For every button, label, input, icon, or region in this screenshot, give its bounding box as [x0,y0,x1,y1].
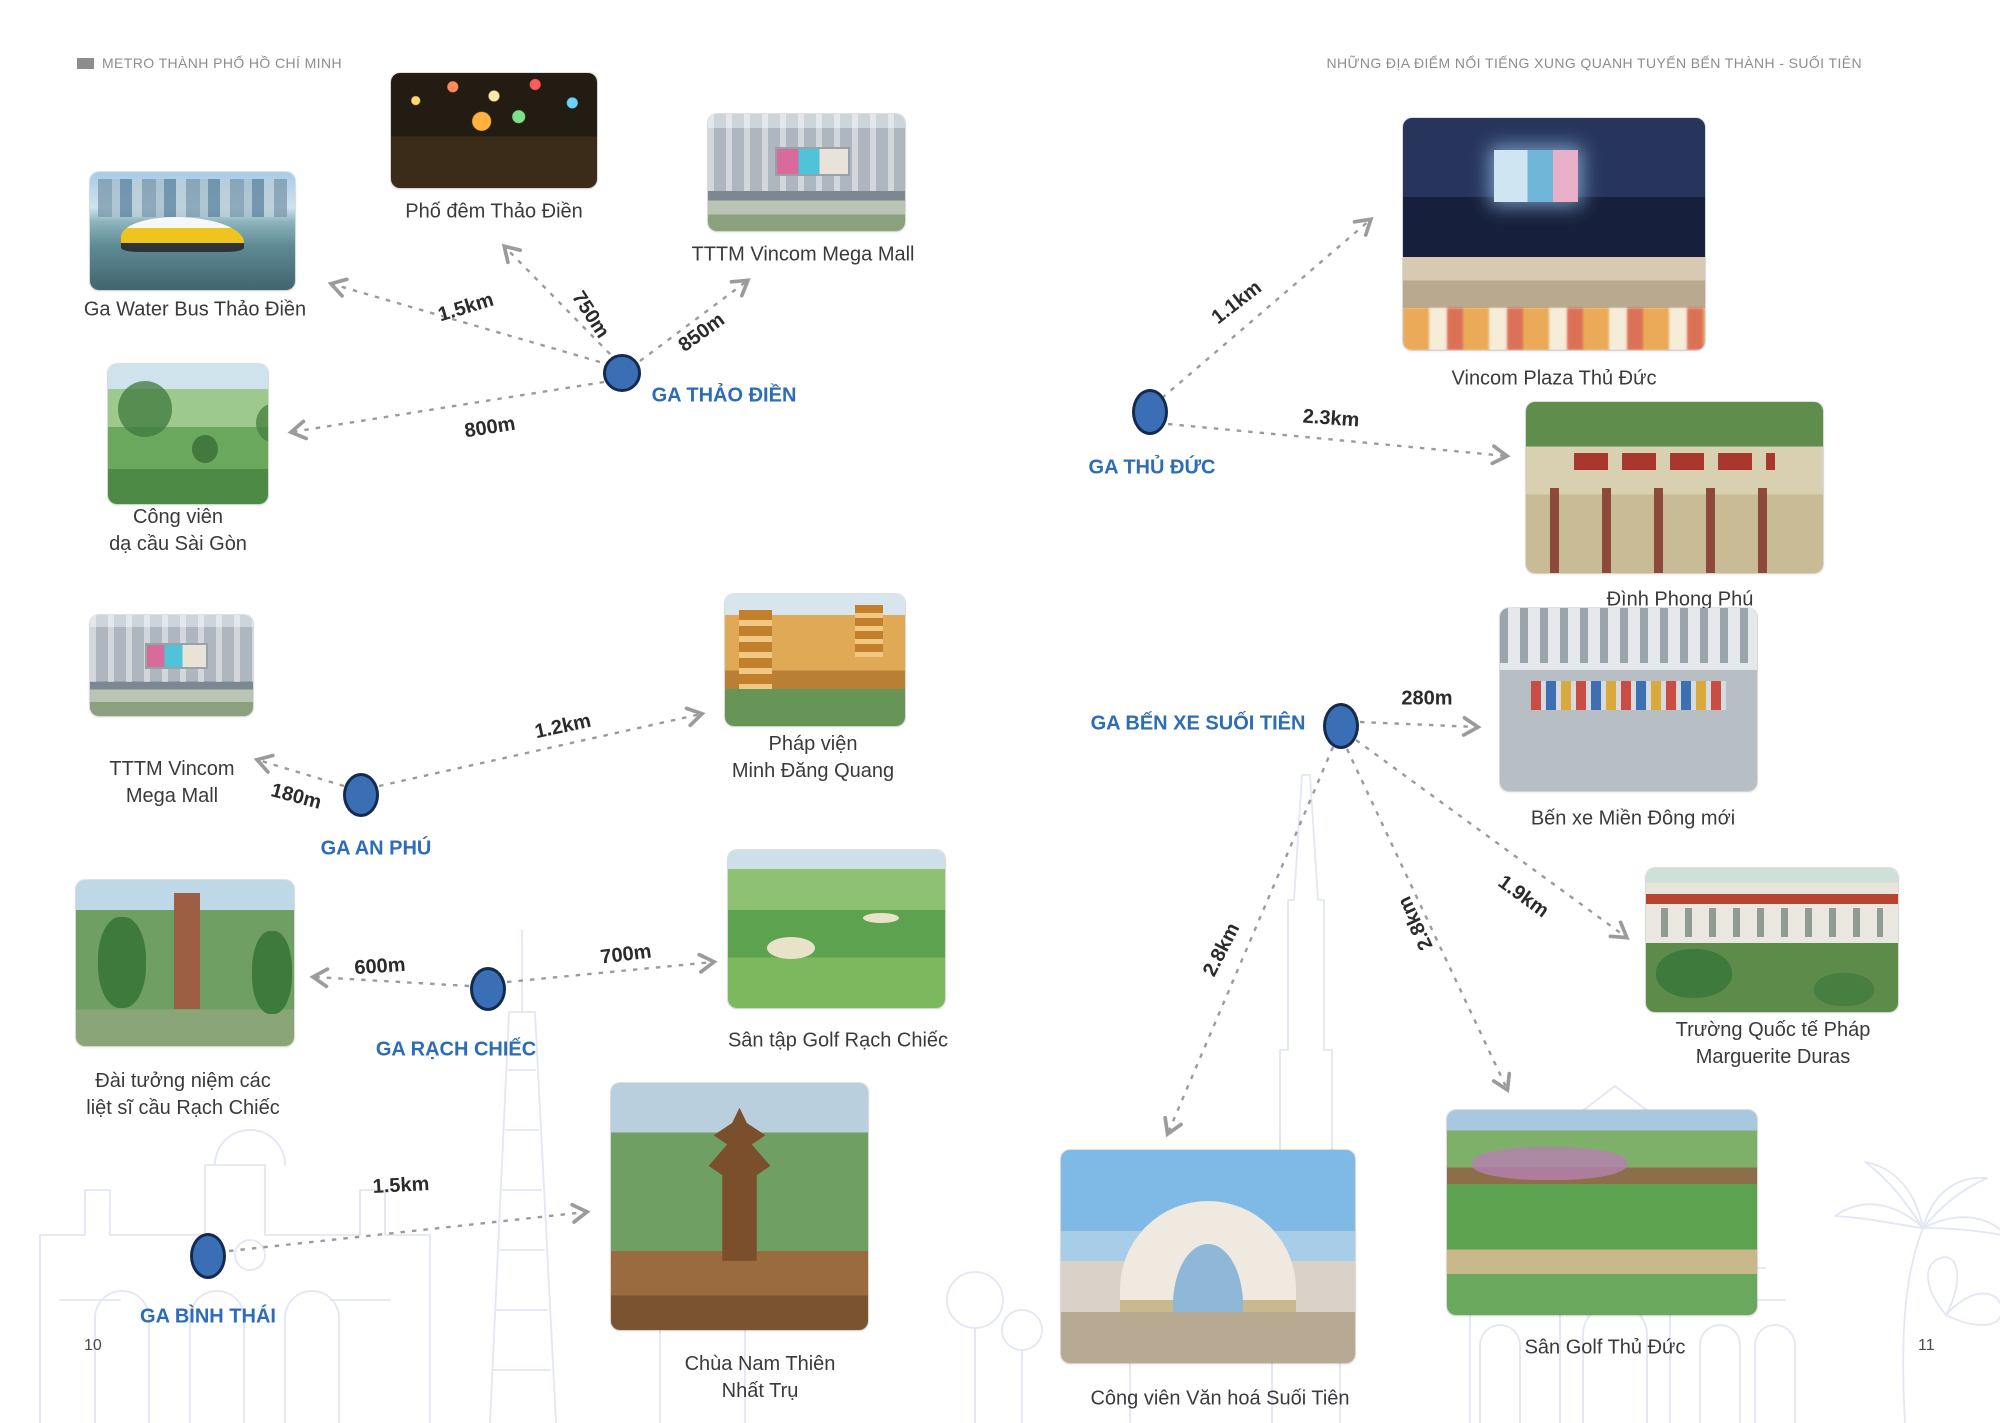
place-label-line2: liệt sĩ cầu Rạch Chiếc [86,1097,280,1119]
page-number-left: 10 [84,1337,102,1354]
place-label-water-bus: Ga Water Bus Thảo Điền [83,298,307,321]
place-label-dinh-phong-phu: Đình Phong Phú [1606,588,1754,611]
place-label-line1: Pháp viện [768,733,858,755]
place-label-dai-tuong-niem: Đài tưởng niệm các liệt sĩ cầu Rạch Chiế… [86,1068,279,1122]
photo-pho-dem-thao-dien [391,73,597,188]
header-right: NHỮNG ĐỊA ĐIỂM NỔI TIẾNG XUNG QUANH TUYẾ… [1326,55,1862,71]
photo-phap-vien [725,594,905,726]
photo-truong-quoc-te-phap [1646,868,1898,1012]
photo-san-golf-thu-duc [1447,1110,1757,1315]
place-label-cong-vien-suoi-tien: Công viên Văn hoá Suối Tiên [1090,1387,1350,1410]
header-left-title: METRO THÀNH PHỐ HỒ CHÍ MINH [102,55,342,71]
station-label-ga-thao-dien: GA THẢO ĐIỀN [651,384,797,407]
place-label-line1: Công viên [132,506,224,528]
station-node-ga-rach-chiec [470,967,506,1011]
place-label-line2: dạ cầu Sài Gòn [109,533,247,555]
station-label-ga-rach-chiec: GA RẠCH CHIẾC [375,1038,537,1061]
place-label-line2: Minh Đăng Quang [731,760,895,782]
place-label-pho-dem: Phố đêm Thảo Điền [405,200,583,223]
distance-binh-thai-chua: 1.5km [372,1173,430,1198]
header-left: METRO THÀNH PHỐ HỒ CHÍ MINH [77,55,342,71]
station-node-ga-ben-xe-suoi-tien [1323,703,1359,749]
place-label-line2: Mega Mall [125,785,219,807]
place-label-cong-vien-da-cau: Công viên dạ cầu Sài Gòn [109,504,247,558]
place-label-san-tap-golf: Sân tập Golf Rạch Chiếc [727,1029,949,1052]
place-label-truong-quoc-te: Trường Quốc tế Pháp Marguerite Duras [1676,1017,1871,1071]
distance-rach-chiec-dai: 600m [353,953,407,980]
photo-vincom-mega-mall-thao-dien [708,114,905,231]
photo-cong-vien-da-cau [108,364,268,504]
place-label-line1: Chùa Nam Thiên [684,1353,836,1375]
photo-vincom-plaza-thu-duc [1403,118,1705,350]
photo-ga-water-bus-thao-dien [90,172,295,290]
place-label-vincom-mega-mall-thao-dien: TTTM Vincom Mega Mall [691,243,915,266]
photo-dai-tuong-niem [76,880,294,1046]
photo-chua-nam-thien [611,1083,868,1330]
distance-lines [228,217,1630,1253]
place-label-chua-nam-thien: Chùa Nam Thiên Nhất Trụ [685,1351,836,1405]
station-node-ga-an-phu [343,773,379,817]
photo-dinh-phong-phu [1526,402,1823,573]
place-label-line1: Trường Quốc tế Pháp [1675,1019,1871,1041]
station-node-ga-thao-dien [603,354,641,392]
header-right-title: NHỮNG ĐỊA ĐIỂM NỔI TIẾNG XUNG QUANH TUYẾ… [1326,55,1862,71]
place-label-line2: Nhất Trụ [721,1380,799,1402]
distance-thu-duc-dinh: 2.3km [1301,405,1361,432]
station-node-ga-binh-thai [190,1233,226,1279]
place-label-ben-xe-mien-dong: Bến xe Miền Đông mới [1530,807,1736,830]
place-label-line1: TTTM Vincom [109,758,235,780]
photo-san-tap-golf-rach-chiec [728,850,945,1008]
place-label-phap-vien: Pháp viện Minh Đăng Quang [732,731,894,785]
photo-vincom-mega-mall-an-phu [90,615,253,716]
photo-ben-xe-mien-dong [1500,608,1757,791]
place-label-vincom-mega-mall-an-phu: TTTM Vincom Mega Mall [109,756,234,810]
place-label-line2: Marguerite Duras [1695,1046,1851,1068]
place-label-line1: Đài tưởng niệm các [95,1070,271,1092]
station-node-ga-thu-duc [1132,389,1168,435]
station-label-ga-binh-thai: GA BÌNH THÁI [140,1305,276,1328]
station-label-ga-an-phu: GA AN PHÚ [320,837,432,860]
distance-suoi-tien-ben-xe: 280m [1401,687,1453,710]
place-label-vincom-plaza: Vincom Plaza Thủ Đức [1451,367,1657,390]
header-marker-icon [77,57,94,69]
place-label-san-golf-thu-duc: Sân Golf Thủ Đức [1524,1336,1686,1359]
page-number-right: 11 [1918,1337,1935,1354]
photo-cong-vien-suoi-tien [1061,1150,1355,1363]
station-label-ga-thu-duc: GA THỦ ĐỨC [1088,456,1216,479]
station-label-ga-ben-xe-suoi-tien: GA BẾN XE SUỐI TIÊN [1090,712,1306,735]
